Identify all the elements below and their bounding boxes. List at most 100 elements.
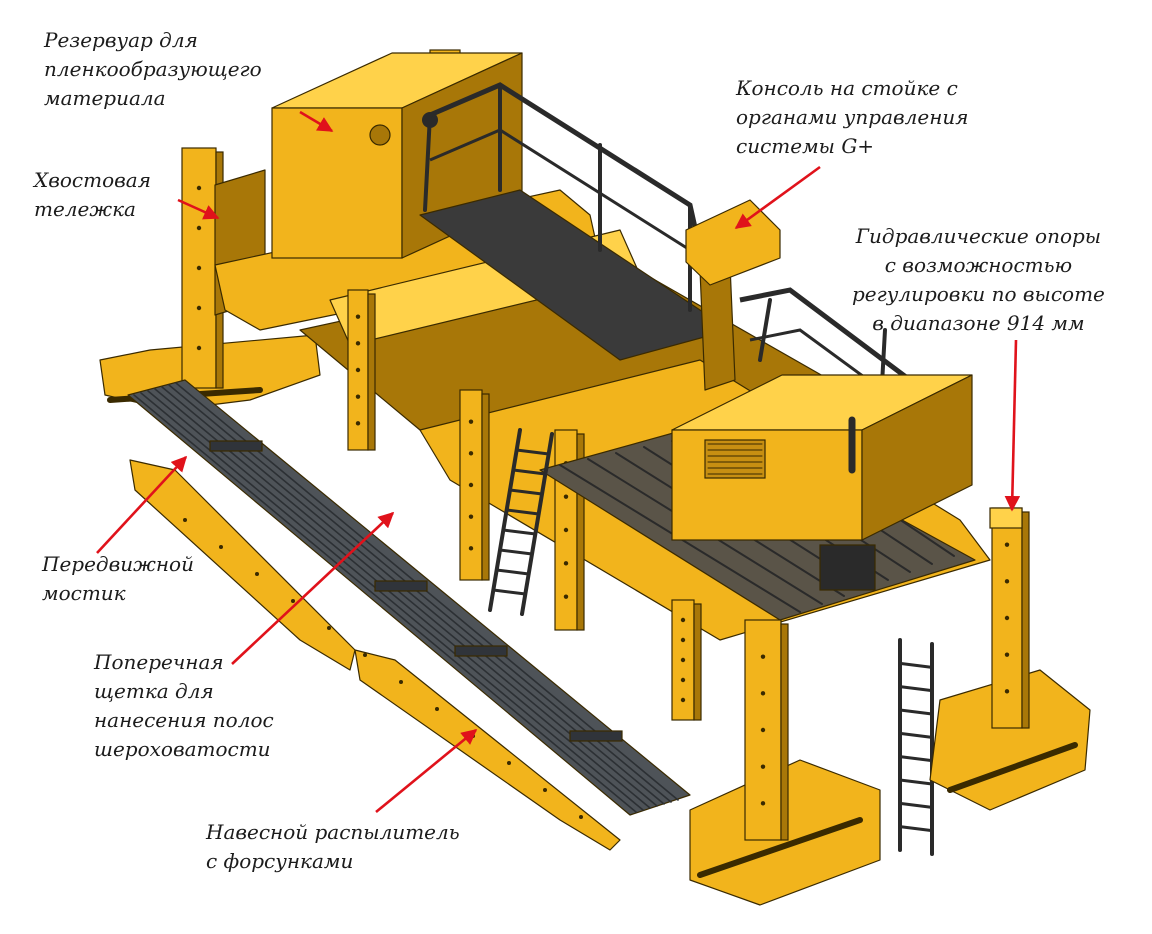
left-ladder-rung [491, 588, 527, 596]
machine-body [99, 49, 1091, 906]
label-line: Навесной распылитель [206, 820, 460, 844]
spray-nozzle [327, 626, 331, 630]
front-right-track-tread [947, 742, 1078, 793]
rear-left-leg-bolt [196, 265, 202, 271]
brush-clamp [569, 730, 623, 742]
label-control-console: Консоль на стойке с органами управления … [736, 74, 969, 161]
spray-nozzle [579, 815, 583, 819]
handrail-mid-rear [429, 128, 691, 252]
brush-bristle-row [140, 392, 644, 811]
brush-bristle-row [133, 394, 637, 813]
frame-post-d-bolt [680, 637, 686, 643]
spray-nozzle [219, 545, 223, 549]
frame-post-a-bolt [355, 314, 361, 319]
frame-post-c-bolt [563, 494, 569, 499]
label-line: Передвижной [42, 552, 194, 576]
label-line: Поперечная [94, 650, 224, 674]
front-right-leg-bolt [1004, 689, 1010, 694]
control-console [685, 199, 781, 286]
front-right-leg-cap [989, 507, 1023, 529]
label-line: Гидравлические опоры [855, 224, 1102, 248]
label-movable-bridge: Передвижной мостик [42, 550, 194, 608]
spray-nozzle [399, 680, 403, 684]
brush-clamp [374, 580, 428, 592]
power-unit-radiator [819, 544, 876, 591]
front-right-leg-bolt [1004, 542, 1010, 547]
frame-post-b-bolt [468, 514, 474, 519]
label-line: нанесения полос [94, 708, 274, 732]
label-curing-tank: Резервуар для пленкообразующего материал… [44, 26, 262, 113]
arrow-hydraulic-legs [1004, 339, 1021, 512]
front-right-leg-bolt [1004, 579, 1010, 584]
label-line: тележка [34, 197, 136, 221]
label-line: Хвостовая [34, 168, 151, 192]
rear-left-leg-bolt [196, 345, 202, 351]
label-line: материала [44, 86, 166, 110]
arrow-trailing-bogie [177, 198, 220, 220]
label-line: пленкообразующего [44, 57, 262, 81]
label-line: Консоль на стойке с [736, 76, 958, 100]
left-ladder-rung [501, 528, 537, 536]
brush-bristle-row [147, 390, 651, 809]
texturing-brush [127, 379, 691, 816]
label-line: с возможностью [884, 253, 1073, 277]
frame-post-c-shade [576, 433, 585, 631]
front-left-track-tread [697, 817, 863, 878]
label-hydraulic-legs: Гидравлические опоры с возможностью регу… [852, 222, 1105, 338]
label-trailing-bogie: Хвостовая тележка [34, 166, 151, 224]
spray-nozzle [507, 761, 511, 765]
front-right-leg-bolt [1004, 615, 1010, 621]
right-ladder-rung [898, 825, 934, 833]
label-line: щетка для [94, 679, 214, 703]
label-line: Резервуар для [44, 28, 198, 52]
right-ladder-rung [898, 755, 934, 763]
left-ladder-rung [505, 508, 541, 516]
frame-post-d-shade [693, 603, 702, 721]
front-right-track [929, 669, 1091, 811]
label-line: в диапазоне 914 мм [872, 311, 1085, 335]
frame-post-d-bolt [680, 617, 686, 623]
frame-post-c-bolt [563, 594, 569, 599]
spray-nozzle [363, 653, 367, 657]
spray-bar-panel-right [354, 649, 621, 851]
arrow-texturing-brush [231, 511, 395, 665]
arrow-movable-bridge [96, 455, 188, 554]
frame-post-b-bolt [468, 482, 474, 488]
rear-left-leg-bolt [196, 185, 202, 191]
rear-left-leg-bolt [196, 305, 202, 311]
left-ladder-rung [515, 448, 551, 456]
right-ladder-rung [898, 801, 934, 809]
frame-post-a-shade [367, 293, 376, 451]
frame-post-c-bolt [563, 527, 569, 533]
console-column [699, 264, 736, 391]
frame-post-c-bolt [563, 561, 569, 566]
frame-post-b-bolt [468, 546, 474, 551]
label-line: мостик [42, 581, 126, 605]
front-left-leg-bolt [760, 764, 766, 769]
left-ladder-rail [488, 428, 522, 612]
spray-nozzle [435, 707, 439, 711]
callout-arrows [96, 110, 1021, 814]
label-line: системы G+ [736, 134, 875, 158]
spray-nozzle [291, 599, 295, 603]
frame-post-d-bolt [680, 677, 686, 683]
tank-filler-cap [369, 124, 391, 146]
engine-grille [704, 439, 766, 479]
left-ladder-rung [511, 468, 547, 476]
frame-post-a-bolt [355, 394, 361, 399]
front-left-leg-bolt [760, 691, 766, 696]
arrow-spray-bar [375, 728, 478, 814]
label-spray-bar: Навесной распылитель с форсунками [206, 818, 460, 876]
spray-nozzle [255, 572, 259, 576]
power-unit-front [671, 429, 863, 541]
front-left-leg-bolt [760, 801, 766, 806]
label-line: шероховатости [94, 737, 271, 761]
spray-nozzle [183, 518, 187, 522]
power-unit-side [861, 374, 973, 541]
label-line: с форсунками [206, 849, 354, 873]
right-ladder-rung [898, 778, 934, 786]
front-right-leg-shade [1021, 511, 1030, 729]
front-left-leg-bolt [760, 654, 766, 659]
